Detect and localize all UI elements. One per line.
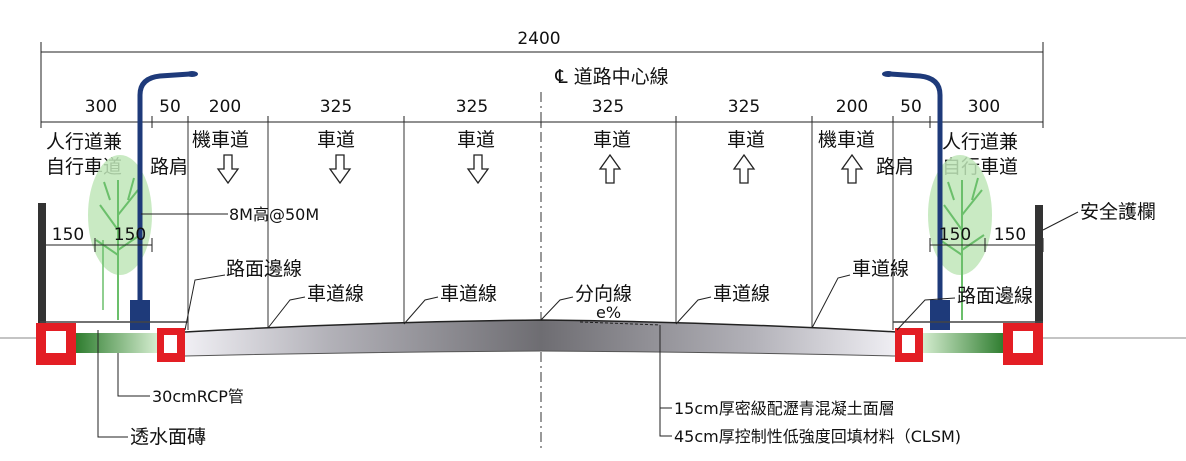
guardrail-right [1035,205,1043,325]
arrow-down-icon [216,154,240,185]
dim-lane-4: 325 [728,97,760,117]
sidewalk-dimension-left: 150 150 [40,225,153,252]
lane-1-label: 車道 [317,129,355,151]
drainage-box-left [36,323,76,365]
sidewalk-left-label-1: 人行道兼 [46,131,122,153]
shoulder-left-label: 路肩 [150,156,188,178]
sidewalk-right-label-1: 人行道兼 [942,131,1018,153]
divider-line-label: 分向線 [575,283,632,305]
asphalt-label: 15cm厚密級配瀝青混凝土面層 [674,399,895,418]
arrow-down-icon [466,154,490,185]
light-spacing-annotation: 8M高@50M [141,205,319,224]
clsm-label: 45cm厚控制性低強度回填材料（CLSM) [674,427,961,446]
arrow-up-icon [840,153,864,184]
lane-line-4-annotation: 車道線 [811,258,909,329]
dim-moto-right: 200 [836,97,868,117]
asphalt-pavement [185,320,897,356]
lane-line-1-label: 車道線 [307,283,364,305]
guardrail-label: 安全護欄 [1080,201,1156,223]
slope-annotation: e% [579,303,661,326]
slope-label: e% [596,303,621,322]
centerline-label: ℄ 道路中心線 [554,66,668,88]
arrow-down-icon [328,154,352,185]
guardrail-annotation: 安全護欄 [1042,201,1156,231]
rcp-pipe-left [76,333,160,353]
clsm-line [184,350,898,357]
lane-2-label: 車道 [457,129,495,151]
lane-guide-lines [187,122,894,330]
arrow-up-icon [598,153,622,184]
sidewalk-left-sub-2: 150 [114,225,146,245]
dim-moto-left: 200 [209,97,241,117]
paver-annotation: 透水面磚 [97,330,206,448]
lane-line-4-label: 車道線 [852,258,909,280]
edge-line-left-label: 路面邊線 [226,258,302,280]
shoulder-right-label: 路肩 [876,156,914,178]
dim-lane-2: 325 [456,97,488,117]
arrow-up-icon [732,153,756,184]
pipe-annotation: 30cmRCP管 [117,353,244,406]
direction-arrows [216,153,864,185]
light-spacing-label: 8M高@50M [229,205,319,224]
dim-shoulder-right: 50 [900,97,922,117]
dim-sidewalk-right: 300 [968,97,1000,117]
moto-lane-left-label: 機車道 [192,129,249,151]
lane-line-3-annotation: 車道線 [675,283,770,325]
curb-right [895,328,923,362]
edge-line-left-annotation: 路面邊線 [184,258,302,331]
lane-line-3-label: 車道線 [713,283,770,305]
rcp-pipe-right [920,333,1004,353]
sidewalk-left-sub-1: 150 [52,225,84,245]
lane-line-2-annotation: 車道線 [403,283,497,325]
lane-line-1-annotation: 車道線 [267,283,364,329]
drainage-box-right [1003,323,1043,365]
moto-lane-right-label: 機車道 [818,129,875,151]
guardrail-left [38,203,46,325]
sidewalk-right-sub-1: 150 [939,225,971,245]
paver-label: 透水面磚 [130,426,206,448]
pipe-label: 30cmRCP管 [152,387,244,406]
dim-sidewalk-left: 300 [85,97,117,117]
ground-line [0,321,1186,339]
lane-3-label: 車道 [593,129,631,151]
dim-lane-3: 325 [592,97,624,117]
dim-lane-1: 325 [320,97,352,117]
sidewalk-dimension-right: 150 150 [929,225,1044,252]
edge-line-right-label: 路面邊線 [957,285,1033,307]
divider-line-annotation: 分向線 [540,283,632,321]
total-width-label: 2400 [517,29,560,49]
lane-line-2-label: 車道線 [440,283,497,305]
total-width-dimension: 2400 [40,29,1044,120]
curb-left [157,328,185,362]
sidewalk-right-sub-2: 150 [994,225,1026,245]
dim-shoulder-left: 50 [159,97,181,117]
edge-line-right-annotation: 路面邊線 [896,285,1033,331]
clsm-annotation: 45cm厚控制性低強度回填材料（CLSM) [659,352,961,446]
lane-4-label: 車道 [727,129,765,151]
segment-dimensions: 300 50 200 325 325 325 325 200 50 300 [40,97,1044,128]
lane-names: 人行道兼 自行車道 路肩 機車道 車道 車道 車道 車道 機車道 路肩 人行道兼… [46,129,1018,178]
